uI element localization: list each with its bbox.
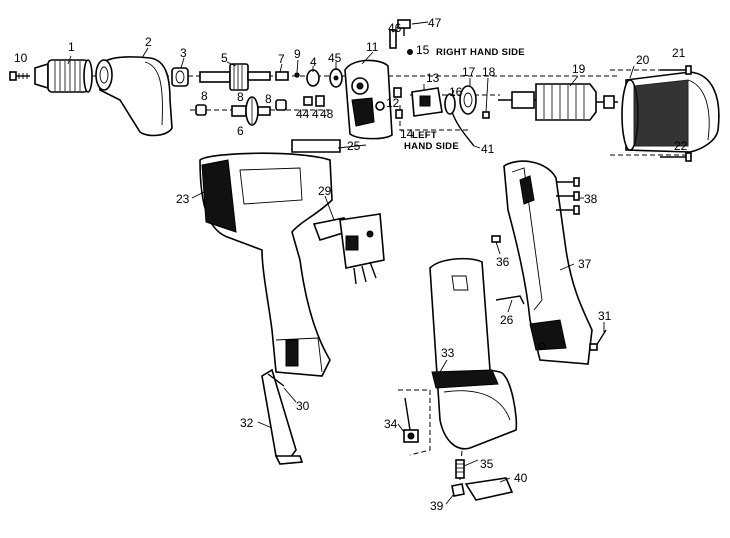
part-23-handle-half [199,152,333,377]
side-captions: RIGHT HAND SIDE LEFT HAND SIDE [404,47,525,152]
callout-numbers: 10 1 2 3 5 7 9 4 45 11 46 47 15 8 8 8 6 … [14,16,688,513]
callout-20: 20 [636,53,650,67]
callout-44: 44 [296,107,310,121]
callout-32: 32 [240,416,254,430]
part-8-bearings [195,99,287,116]
callout-17: 17 [462,65,476,79]
leader-lines [67,21,635,505]
callout-3: 3 [180,46,187,60]
left-hand-side-label-line1: LEFT [412,130,437,141]
callout-2: 2 [145,35,152,49]
callout-4: 4 [310,55,317,69]
part-31-screw [589,329,607,351]
part-36-pin [491,235,501,243]
callout-31: 31 [598,309,612,323]
callout-37: 37 [578,257,592,271]
callout-15: 15 [416,43,430,57]
part-11-gear-plate [344,59,393,140]
callout-5: 5 [221,51,228,65]
part-13-brush-holder [411,87,443,117]
callout-35: 35 [480,457,494,471]
part-3-bushing [171,67,189,87]
part-12-15-small [393,49,413,119]
callout-41: 41 [481,142,495,156]
callout-46: 46 [388,21,402,35]
part-33-battery-pack [429,257,518,450]
part-38-screws [556,177,580,215]
callout-16: 16 [449,85,463,99]
callout-18: 18 [482,65,496,79]
callout-19: 19 [572,62,586,76]
callout-8-right: 8 [237,90,244,104]
part-34-terminal [403,397,419,443]
callout-38: 38 [584,192,598,206]
part-21-22-screws [660,65,692,162]
part-29-switch [312,213,385,285]
callout-9: 9 [294,47,301,61]
callout-36: 36 [496,255,510,269]
callout-10: 10 [14,51,28,65]
callout-8-b: 8 [265,92,272,106]
callout-30: 30 [296,399,310,413]
callout-33: 33 [441,346,455,360]
part-37-handle-half [503,160,593,365]
part-25-nameplate [291,139,341,153]
callout-1: 1 [68,40,75,54]
part-6-gear [231,96,271,126]
callout-6: 6 [237,124,244,138]
part-16-17-18-bearing [444,85,490,119]
callout-8-left: 8 [201,89,208,103]
callout-29: 29 [318,184,332,198]
callout-14: 14 [400,127,414,141]
part-2-gear-housing [95,56,173,137]
callout-26: 26 [500,313,514,327]
part-26-contact [495,295,525,305]
left-hand-side-label-line2: HAND SIDE [404,141,459,152]
part-7-9-pins [275,71,300,81]
callout-22: 22 [674,139,688,153]
part-4-45-washers [306,68,343,88]
callout-23: 23 [176,192,190,206]
part-44-48-clips [303,95,325,107]
callout-21: 21 [672,46,686,60]
callout-11: 11 [366,40,379,54]
callout-39: 39 [430,499,444,513]
callout-48: 48 [320,107,334,121]
callout-47: 47 [428,16,442,30]
callout-25: 25 [347,139,361,153]
callout-12: 12 [386,96,400,110]
part-19-armature [498,83,618,121]
part-1-chuck [34,59,93,93]
part-30-32-belt-clip [261,368,304,465]
part-10-screw [9,71,30,81]
callout-40: 40 [514,471,528,485]
callout-13: 13 [426,71,440,85]
part-46-47-screws [389,19,411,49]
callout-7: 7 [278,52,285,66]
right-hand-side-label: RIGHT HAND SIDE [436,47,525,58]
callout-34: 34 [384,417,398,431]
callout-4-b: 4 [312,107,319,121]
part-20-motor-housing [621,71,720,153]
part-35-39-40-latch [451,459,514,501]
callout-45: 45 [328,51,342,65]
part-5-spindle [199,63,271,91]
part-41-lead-wire [451,111,475,147]
